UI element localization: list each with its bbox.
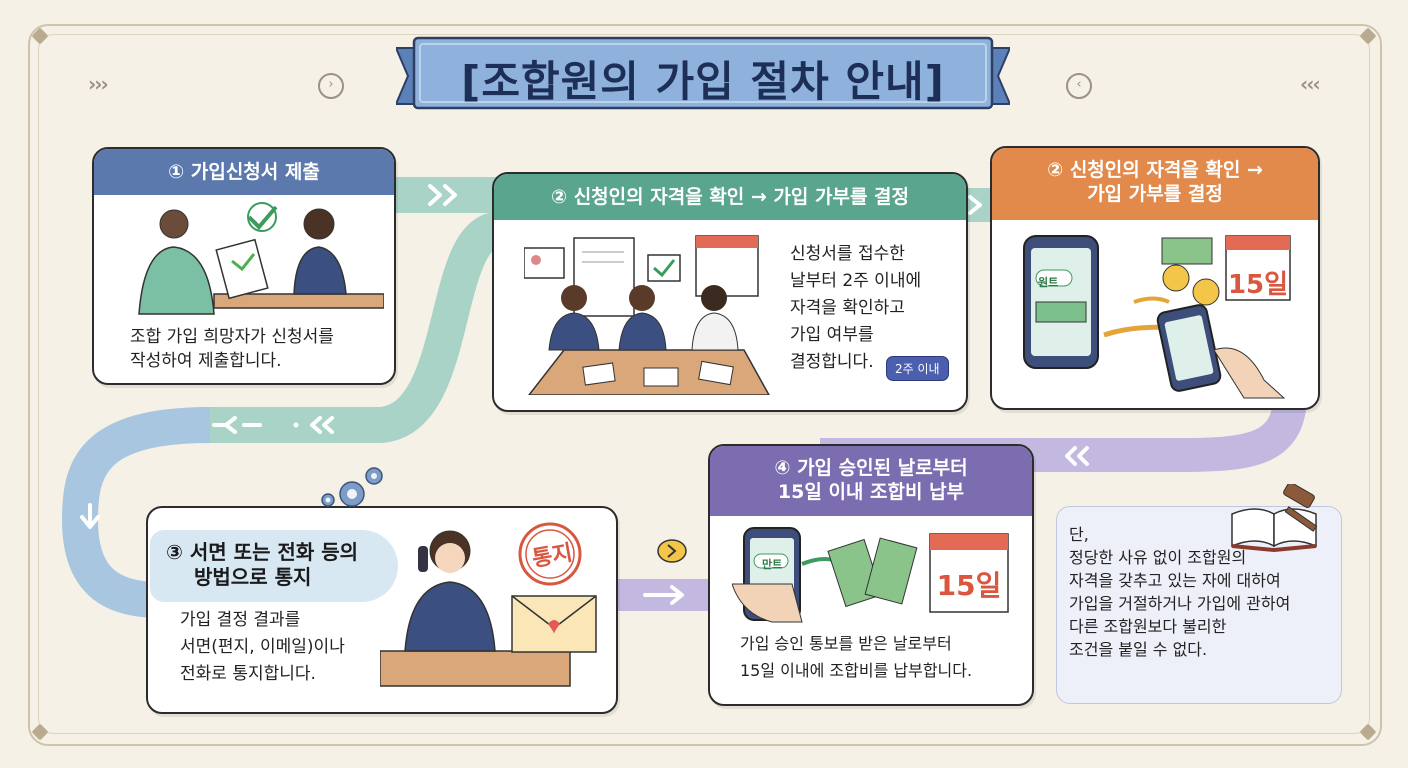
law-book-gavel-icon: [1231, 484, 1318, 552]
step-number: ②: [550, 186, 568, 208]
step-title: 가입신청서 제출: [190, 161, 320, 183]
body-line: 전화로 통지합니다.: [180, 664, 316, 684]
chevron-right-icon: ›››: [88, 72, 109, 96]
note-line: 조건을 붙일 수 없다.: [1069, 640, 1208, 659]
chevron-right-icon: [657, 539, 687, 563]
calendar-label: 15일: [936, 569, 1002, 602]
step-number: ①: [168, 161, 185, 183]
step-1-card: ① 가입신청서 제출 조합 가입 희망자가 신청서를 작성하여 제출합니다.: [92, 147, 396, 385]
note-box: 단, 정당한 사유 없이 조합원의 자격을 갖추고 있는 자에 대하여 가입을 …: [1056, 506, 1342, 704]
step-number: ③: [166, 540, 183, 564]
step-2-body: 신청서를 접수한 날부터 2주 이내에 자격을 확인하고 가입 여부를 결정합니…: [790, 242, 921, 374]
application-submit-illustration: [138, 202, 384, 315]
step-1-body: 조합 가입 희망자가 신청서를 작성하여 제출합니다.: [130, 325, 334, 373]
page-title: [조합원의 가입 절차 안내]: [461, 57, 945, 106]
phone-label: 만트: [762, 558, 783, 571]
payment-illustration: [1023, 235, 1291, 399]
calendar-label: 15일: [1227, 270, 1289, 300]
note-line: 정당한 사유 없이 조합원의: [1069, 548, 1247, 567]
step-title-line2: 가입 가부를 결정: [1087, 183, 1223, 205]
step-title-line2: 15일 이내 조합비 납부: [777, 481, 965, 503]
step-4-header: ④ 가입 승인된 날로부터 15일 이내 조합비 납부: [710, 446, 1032, 516]
step-3-header: ③ 서면 또는 전화 등의 방법으로 통지: [150, 530, 398, 602]
body-line: 가입 결정 결과를: [180, 610, 301, 630]
step-4-card: ④ 가입 승인된 날로부터 15일 이내 조합비 납부 만트 15일 가입 승인…: [708, 444, 1034, 706]
note-line: 단,: [1069, 525, 1089, 544]
body-line: 가입 승인 통보를 받은 날로부터: [740, 634, 952, 653]
step-title-line1: 가입 승인된 날로부터: [797, 457, 968, 479]
title-banner: [조합원의 가입 절차 안내]: [396, 34, 1010, 116]
step-3-body: 가입 결정 결과를 서면(편지, 이메일)이나 전화로 통지합니다.: [180, 608, 345, 686]
fee-payment-illustration: [732, 527, 1009, 623]
step-2-header: ② 신청인의 자격을 확인 → 가입 가부를 결정: [494, 174, 966, 220]
outer-frame: [28, 24, 1382, 746]
body-line: 15일 이내에 조합비를 납부합니다.: [740, 661, 973, 680]
step-4-body: 가입 승인 통보를 받은 날로부터 15일 이내에 조합비를 납부합니다.: [740, 632, 972, 683]
step-title-line1: 신청인의 자격을 확인 →: [1069, 159, 1263, 181]
body-line: 작성하여 제출합니다.: [130, 351, 282, 371]
inner-frame: [38, 34, 1370, 734]
step-number: ②: [1047, 159, 1064, 181]
body-line: 결정합니다.: [790, 352, 874, 372]
note-line: 다른 조합원보다 불리한: [1069, 617, 1227, 636]
step-3-card: 가입 결정 결과를 서면(편지, 이메일)이나 전화로 통지합니다. 통지: [146, 506, 618, 714]
gear-icon: [321, 467, 383, 507]
note-line: 자격을 갖추고 있는 자에 대하여: [1069, 571, 1281, 590]
body-line: 자격을 확인하고: [790, 298, 905, 318]
chevron-left-icon: ‹‹‹: [1300, 72, 1321, 96]
qualification-review-illustration: [524, 235, 770, 395]
step-number: ④: [774, 457, 791, 479]
body-line: 신청서를 접수한: [790, 244, 905, 264]
chevron-left-icon: ‹: [1066, 73, 1092, 99]
step-title-line1: 서면 또는 전화 등의: [189, 540, 358, 564]
body-line: 조합 가입 희망자가 신청서를: [130, 327, 334, 347]
notification-illustration: [380, 522, 597, 687]
step-title-line2: 방법으로 통지: [194, 565, 312, 589]
body-line: 가입 여부를: [790, 325, 874, 345]
deadline-badge: 2주 이내: [886, 356, 949, 381]
step-2b-card: ② 신청인의 자격을 확인 → 가입 가부를 결정 원트 15일: [990, 146, 1320, 410]
body-line: 날부터 2주 이내에: [790, 271, 922, 291]
step-2b-header: ② 신청인의 자격을 확인 → 가입 가부를 결정: [992, 148, 1318, 220]
chevron-right-icon: ›: [318, 73, 344, 99]
step-1-header: ① 가입신청서 제출: [94, 149, 394, 195]
body-line: 서면(편지, 이메일)이나: [180, 637, 345, 657]
note-line: 가입을 거절하거나 가입에 관하여: [1069, 594, 1291, 613]
step-2-card: ② 신청인의 자격을 확인 → 가입 가부를 결정 신청서를 접수한 날부터 2…: [492, 172, 968, 412]
step-title: 신청인의 자격을 확인 → 가입 가부를 결정: [573, 186, 909, 208]
phone-label: 원트: [1038, 276, 1059, 289]
